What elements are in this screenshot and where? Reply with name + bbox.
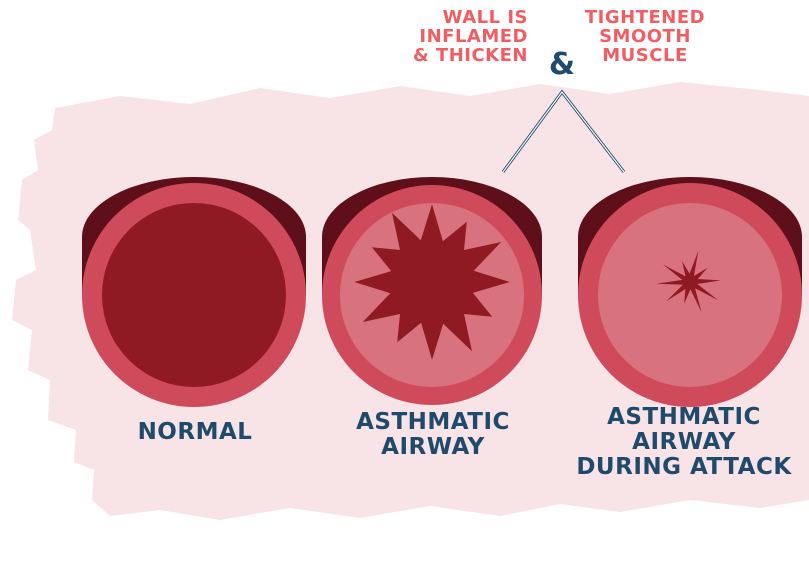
label-line: DURING ATTACK — [574, 455, 794, 480]
label-normal: NORMAL — [110, 420, 280, 445]
note-line: INFLAMED — [404, 27, 528, 46]
note-line: MUSCLE — [578, 46, 712, 65]
note-wall-inflamed: WALL IS INFLAMED & THICKEN — [404, 8, 528, 65]
inflamed-tissue — [598, 203, 782, 387]
label-asthmatic-airway-attack: ASTHMATIC AIRWAY DURING ATTACK — [574, 405, 794, 480]
airway-asthmatic — [322, 177, 542, 405]
label-line: ASTHMATIC — [574, 405, 794, 430]
note-line: & THICKEN — [404, 46, 528, 65]
note-ampersand: & — [546, 50, 578, 80]
note-line: WALL IS — [404, 8, 528, 27]
label-line: ASTHMATIC — [348, 410, 518, 435]
label-line: AIRWAY — [574, 430, 794, 455]
label-line: AIRWAY — [348, 435, 518, 460]
note-tightened-muscle: TIGHTENED SMOOTH MUSCLE — [578, 8, 712, 65]
airway-attack — [578, 177, 802, 407]
airway-lumen — [102, 203, 286, 387]
label-asthmatic-airway: ASTHMATIC AIRWAY — [348, 410, 518, 460]
airway-normal — [82, 177, 306, 407]
note-line: TIGHTENED — [578, 8, 712, 27]
note-line: SMOOTH — [578, 27, 712, 46]
label-line: NORMAL — [110, 420, 280, 445]
